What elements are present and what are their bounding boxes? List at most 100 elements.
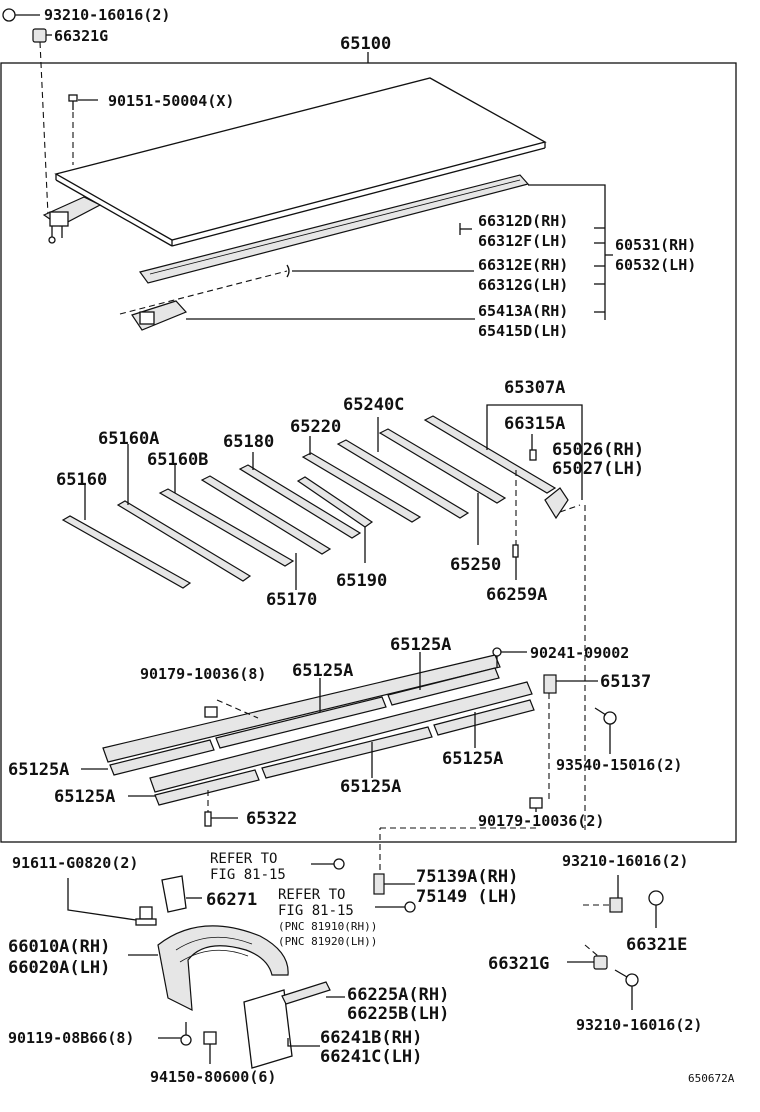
label-65250: 65250 bbox=[450, 555, 501, 575]
label-66241C: 66241C(LH) bbox=[320, 1047, 422, 1067]
label-refer-to-1: REFER TO bbox=[210, 851, 277, 867]
label-94150: 94150-80600(6) bbox=[150, 1068, 276, 1086]
bolt-icon-top bbox=[2, 8, 40, 22]
label-75149: 75149 (LH) bbox=[416, 887, 518, 907]
clip-icon-65322 bbox=[204, 811, 238, 827]
label-66225A: 66225A(RH) bbox=[347, 985, 449, 1005]
label-90241: 90241-09002 bbox=[530, 644, 629, 662]
bow-65160A bbox=[116, 444, 252, 582]
label-65160B: 65160B bbox=[147, 450, 208, 470]
label-65160: 65160 bbox=[56, 470, 107, 490]
label-66225B: 66225B(LH) bbox=[347, 1004, 449, 1024]
rail-clip-icon bbox=[459, 223, 468, 235]
label-rail-g: 66312G(LH) bbox=[478, 276, 568, 294]
label-bracket-a: 65413A(RH) bbox=[478, 302, 568, 320]
label-bracket-d: 65415D(LH) bbox=[478, 322, 568, 340]
label-66241B: 66241B(RH) bbox=[320, 1028, 422, 1048]
bracket-icon-75139A bbox=[373, 873, 415, 895]
nut-icon-93210-mid bbox=[609, 875, 623, 913]
rail-clip-icon-2 bbox=[286, 264, 474, 278]
label-65220: 65220 bbox=[290, 417, 341, 437]
nut-icon-top bbox=[32, 28, 52, 43]
label-assembly: 65100 bbox=[340, 34, 391, 54]
label-65307A: 65307A bbox=[504, 378, 565, 398]
bow-65180 bbox=[238, 452, 362, 539]
bow-65220 bbox=[301, 436, 422, 523]
bow-65170 bbox=[200, 475, 332, 590]
bolt-icon-66321E bbox=[648, 890, 664, 928]
bow-65250 bbox=[378, 428, 507, 545]
bracket-icon-65137 bbox=[543, 674, 598, 694]
label-93210-bot: 93210-16016(2) bbox=[576, 1016, 702, 1034]
label-refer-to-2: REFER TO bbox=[278, 887, 345, 903]
bolt-icon-91611 bbox=[67, 878, 157, 926]
label-rail-e: 66312E(RH) bbox=[478, 256, 568, 274]
rails-65125A-upper bbox=[102, 654, 501, 776]
label-66259A: 66259A bbox=[486, 585, 547, 605]
label-pnc-1: (PNC 81910(RH)) bbox=[278, 920, 377, 933]
label-ref-code: 650672A bbox=[688, 1072, 735, 1085]
label-65026: 65026(RH) bbox=[552, 440, 644, 460]
tonneau-panel-drawing bbox=[54, 77, 547, 247]
nut-icon-94150 bbox=[203, 1031, 217, 1064]
label-65125A-4: 65125A bbox=[442, 749, 503, 769]
label-66321E: 66321E bbox=[626, 935, 687, 955]
label-90179-b: 90179-10036(2) bbox=[478, 812, 604, 830]
screw-icon-top bbox=[68, 94, 98, 110]
label-side-rh: 60531(RH) bbox=[615, 236, 696, 254]
hinge-65026 bbox=[544, 487, 569, 520]
label-side-lh: 60532(LH) bbox=[615, 256, 696, 274]
bolt-icon-93210-bot bbox=[614, 969, 639, 1010]
label-65170: 65170 bbox=[266, 590, 317, 610]
label-rail-f: 66312F(LH) bbox=[478, 232, 568, 250]
bolt-icon-refer-2 bbox=[375, 901, 416, 913]
label-66321G-b: 66321G bbox=[488, 954, 549, 974]
bow-65160B bbox=[158, 465, 295, 567]
label-65190: 65190 bbox=[336, 571, 387, 591]
label-90179-a: 90179-10036(8) bbox=[140, 665, 266, 683]
bolt-icon-90119 bbox=[158, 1022, 192, 1046]
bow-65190 bbox=[296, 476, 374, 563]
fender-drawing-66010A bbox=[128, 925, 289, 1012]
bolt-icon-90241 bbox=[492, 647, 527, 668]
label-65125A-6: 65125A bbox=[54, 787, 115, 807]
label-screw-top: 90151-50004(X) bbox=[108, 92, 234, 110]
label-66271: 66271 bbox=[206, 890, 257, 910]
label-93210-mid: 93210-16016(2) bbox=[562, 852, 688, 870]
bow-65307A bbox=[423, 404, 583, 500]
label-65125A-1: 65125A bbox=[390, 635, 451, 655]
bow-65160 bbox=[61, 484, 192, 589]
clip-66259A bbox=[512, 544, 519, 558]
label-66020A: 66020A(LH) bbox=[8, 958, 110, 978]
label-91611: 91611-G0820(2) bbox=[12, 854, 138, 872]
label-fig-1: FIG 81-15 bbox=[210, 867, 286, 883]
label-65137: 65137 bbox=[600, 672, 651, 692]
mudflap-drawing-66241B bbox=[243, 989, 320, 1069]
label-65180: 65180 bbox=[223, 432, 274, 452]
label-65027: 65027(LH) bbox=[552, 459, 644, 479]
bolt-icon-93540 bbox=[594, 707, 617, 754]
label-pnc-2: (PNC 81920(LH)) bbox=[278, 935, 377, 948]
label-93540: 93540-15016(2) bbox=[556, 756, 682, 774]
label-65125A-3: 65125A bbox=[8, 760, 69, 780]
label-nut-top: 66321G bbox=[54, 27, 108, 45]
label-66010A: 66010A(RH) bbox=[8, 937, 110, 957]
rails-65125A-lower bbox=[149, 681, 535, 806]
nut-icon-66321G-b bbox=[567, 955, 608, 970]
bracket-drawing-65413A bbox=[131, 300, 188, 331]
bracket-icon-66271 bbox=[161, 875, 202, 913]
label-75139A: 75139A(RH) bbox=[416, 867, 518, 887]
nut-icon-90179-b bbox=[529, 797, 543, 812]
label-65125A-5: 65125A bbox=[340, 777, 401, 797]
label-66315A: 66315A bbox=[504, 414, 565, 434]
side-rail-drawing bbox=[138, 174, 530, 284]
bow-65240C bbox=[336, 417, 470, 519]
clip-66315A bbox=[529, 434, 537, 461]
label-bolt-top: 93210-16016(2) bbox=[44, 6, 170, 24]
label-fig-2: FIG 81-15 bbox=[278, 903, 354, 919]
label-65240C: 65240C bbox=[343, 395, 404, 415]
bracket-icon-66225A bbox=[281, 981, 345, 1005]
latch-bracket-drawing bbox=[42, 196, 102, 244]
label-65322: 65322 bbox=[246, 809, 297, 829]
